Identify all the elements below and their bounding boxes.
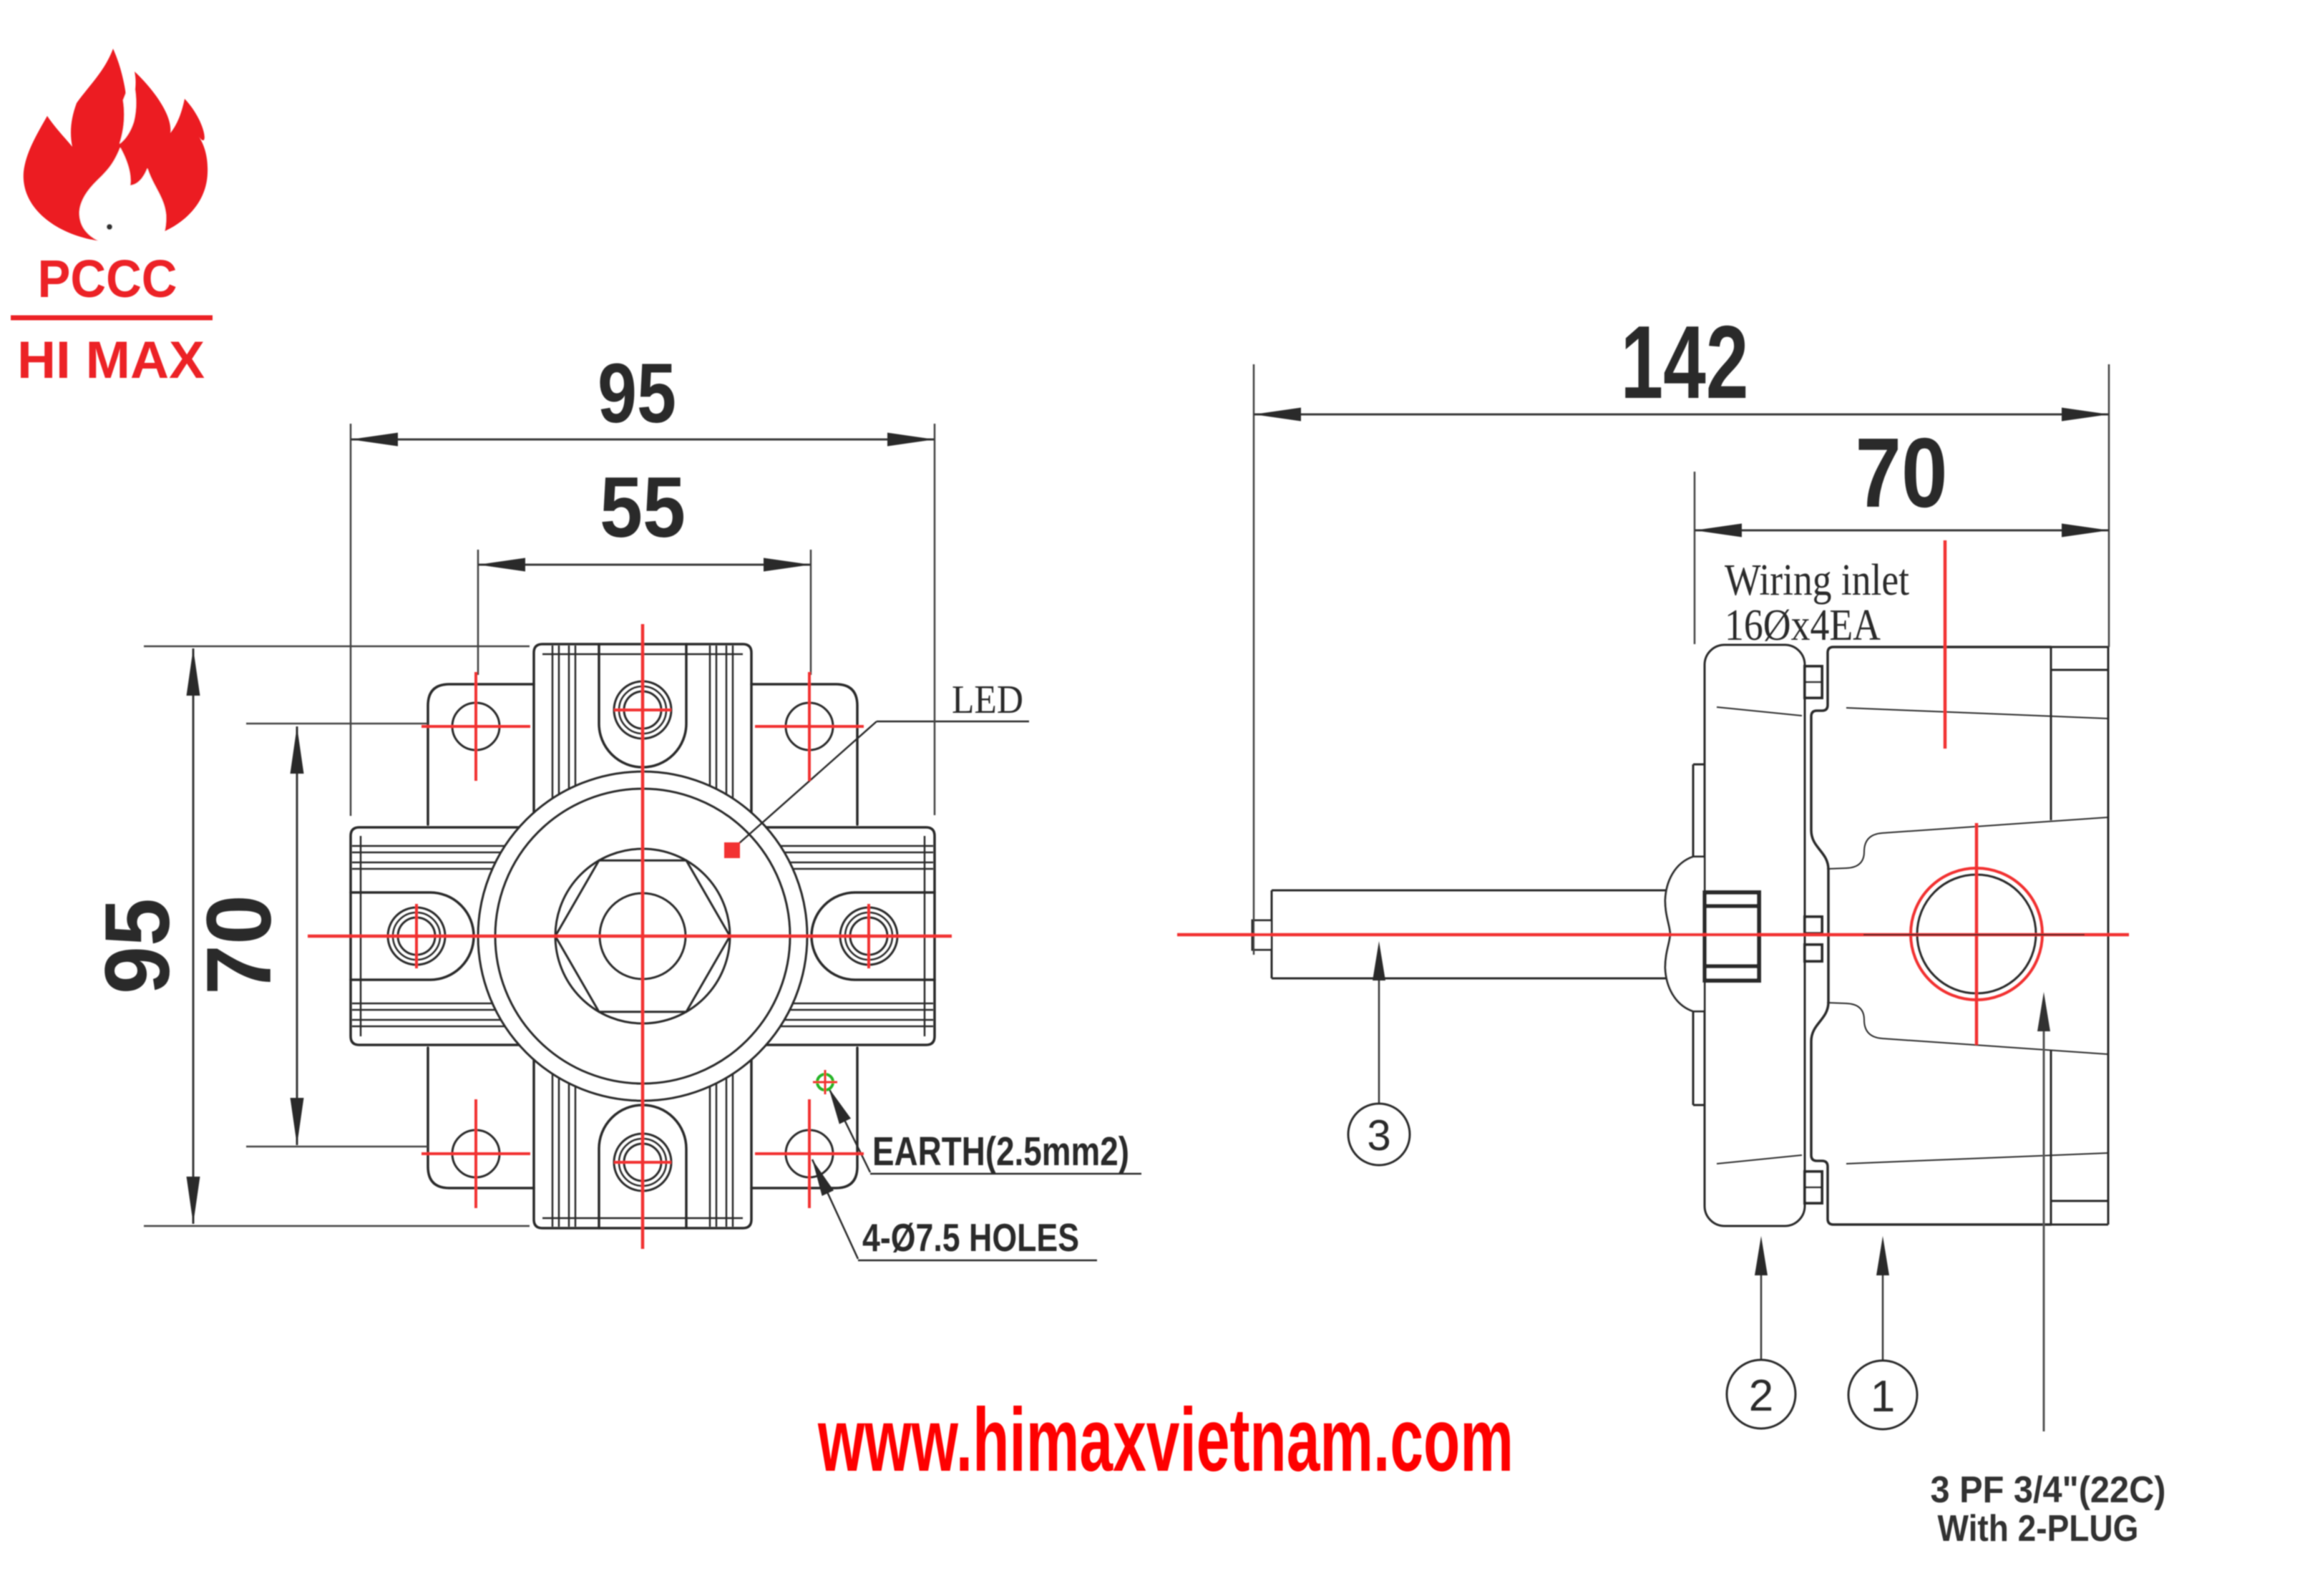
svg-text:142: 142 — [1621, 304, 1749, 420]
svg-text:With 2-PLUG: With 2-PLUG — [1938, 1508, 2139, 1549]
svg-text:LED: LED — [952, 678, 1023, 722]
svg-text:16Øx4EA: 16Øx4EA — [1725, 601, 1881, 650]
svg-text:2: 2 — [1749, 1371, 1773, 1421]
svg-text:HI MAX: HI MAX — [17, 331, 205, 389]
svg-text:3: 3 — [1367, 1111, 1390, 1159]
svg-text:EARTH(2.5mm2): EARTH(2.5mm2) — [872, 1129, 1129, 1174]
svg-text:95: 95 — [87, 898, 189, 994]
svg-text:55: 55 — [600, 459, 686, 555]
svg-text:70: 70 — [188, 895, 291, 995]
svg-text:3 PF 3/4"(22C): 3 PF 3/4"(22C) — [1931, 1469, 2166, 1511]
svg-text:PCCC: PCCC — [38, 249, 177, 308]
svg-text:Wiring inlet: Wiring inlet — [1725, 556, 1909, 605]
svg-text:1: 1 — [1871, 1372, 1895, 1421]
svg-text:4-Ø7.5 HOLES: 4-Ø7.5 HOLES — [862, 1215, 1079, 1260]
svg-text:www.himaxvietnam.com: www.himaxvietnam.com — [817, 1391, 1514, 1490]
svg-text:95: 95 — [598, 346, 676, 441]
svg-text:70: 70 — [1856, 418, 1948, 528]
